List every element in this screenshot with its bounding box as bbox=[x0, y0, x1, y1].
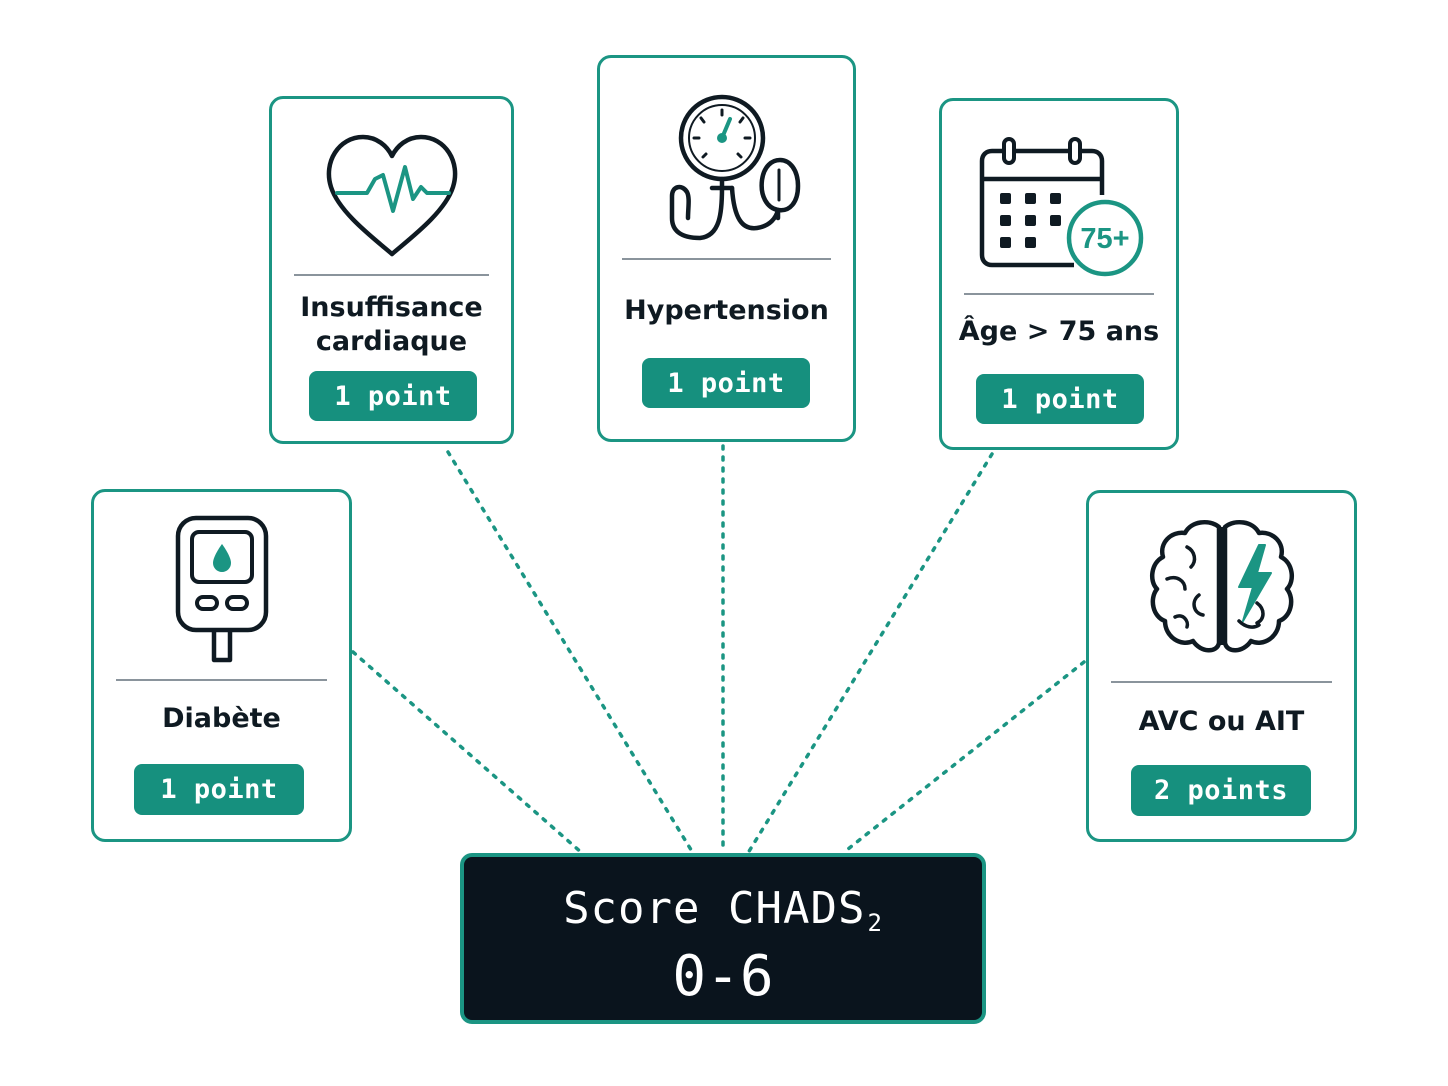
card-divider bbox=[964, 293, 1154, 295]
criterion-label: Âge > 75 ans bbox=[958, 316, 1160, 347]
criterion-card-heart-failure: Insuffisance cardiaque 1 point bbox=[269, 96, 514, 444]
card-divider bbox=[622, 258, 831, 260]
criterion-label: AVC ou AIT bbox=[1138, 706, 1305, 737]
glucose-meter-icon bbox=[175, 515, 268, 663]
criterion-card-diabetes: Diabète 1 point bbox=[91, 489, 352, 842]
connector-heart-failure bbox=[446, 450, 695, 855]
connector-diabetes bbox=[351, 650, 584, 855]
points-badge: 1 point bbox=[134, 764, 304, 815]
connector-stroke bbox=[841, 660, 1086, 855]
card-divider bbox=[294, 274, 489, 276]
score-range: 0-6 bbox=[672, 944, 774, 1009]
criterion-label: Insuffisance cardiaque bbox=[300, 292, 483, 357]
points-badge: 1 point bbox=[309, 371, 477, 421]
score-box: Score CHADS2 0-6 bbox=[460, 853, 986, 1024]
score-title: Score CHADS2 bbox=[563, 883, 883, 937]
criterion-card-stroke: AVC ou AIT 2 points bbox=[1086, 490, 1357, 842]
criterion-label: Hypertension bbox=[624, 295, 829, 326]
criterion-card-hypertension: Hypertension 1 point bbox=[597, 55, 856, 442]
calendar-75-icon: 75+ bbox=[979, 137, 1144, 277]
score-title-subscript: 2 bbox=[867, 909, 883, 937]
card-divider bbox=[116, 679, 327, 681]
criterion-card-age: 75+ Âge > 75 ans 1 point bbox=[939, 98, 1179, 450]
blood-pressure-gauge-icon bbox=[669, 94, 800, 241]
points-badge: 1 point bbox=[642, 358, 810, 408]
heart-ecg-icon bbox=[326, 134, 457, 257]
brain-lightning-icon bbox=[1149, 519, 1294, 653]
age-75-badge-text: 75+ bbox=[1080, 223, 1129, 255]
card-divider bbox=[1111, 681, 1332, 683]
criterion-label: Diabète bbox=[162, 703, 281, 734]
connector-age bbox=[746, 452, 994, 855]
points-badge: 2 points bbox=[1131, 765, 1311, 816]
points-badge: 1 point bbox=[976, 374, 1144, 424]
